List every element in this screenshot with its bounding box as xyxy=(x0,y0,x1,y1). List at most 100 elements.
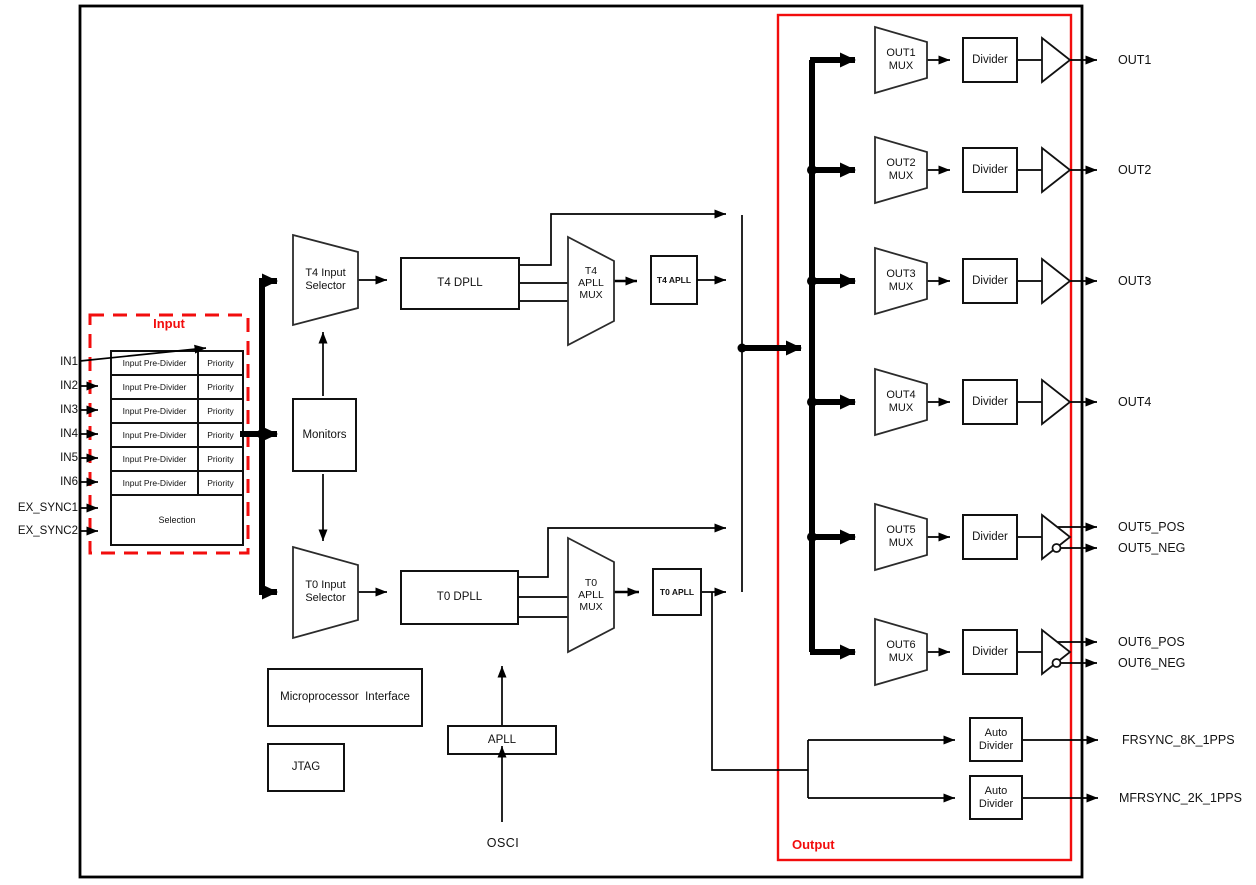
pre-divider-cell: Input Pre-Divider xyxy=(112,472,199,494)
pre-divider-cell: Input Pre-Divider xyxy=(112,400,199,422)
microprocessor-interface-block: Microprocessor Interface xyxy=(267,668,423,727)
out2-buffer-shape xyxy=(1041,146,1072,194)
pin-label-in5: IN5 xyxy=(60,452,78,464)
output-row-wires xyxy=(927,55,1097,668)
monitors-block: Monitors xyxy=(292,398,357,472)
out6-mux-label: OUT6 MUX xyxy=(886,639,916,664)
out3-pin-label: OUT3 xyxy=(1118,274,1152,288)
out5-pos-pin-label: OUT5_POS xyxy=(1118,520,1185,534)
priority-cell: Priority xyxy=(207,430,234,440)
pin-label-in4: IN4 xyxy=(60,428,78,440)
pin-label-in6: IN6 xyxy=(60,476,78,488)
osci-pin-label: OSCI xyxy=(486,836,520,850)
jtag-block: JTAG xyxy=(267,743,345,792)
t4-apll-block: T4 APLL xyxy=(650,255,698,305)
junction-dot xyxy=(737,343,747,353)
priority-cell: Priority xyxy=(207,478,234,488)
priority-cell: Priority xyxy=(207,382,234,392)
out1-pin-label: OUT1 xyxy=(1118,53,1152,67)
pre-divider-cell: Input Pre-Divider xyxy=(112,376,199,398)
t0-dpll-block: T0 DPLL xyxy=(400,570,519,625)
out5-mux-label: OUT5 MUX xyxy=(886,524,916,549)
t4-dpll-block: T4 DPLL xyxy=(400,257,520,310)
out3-divider-block: Divider xyxy=(962,258,1018,304)
junction-dot xyxy=(807,165,817,175)
out5-neg-pin-label: OUT5_NEG xyxy=(1118,541,1186,555)
out1-mux-shape xyxy=(874,25,928,95)
buffer-shapes xyxy=(1041,36,1072,676)
frsync-pin-label: FRSYNC_8K_1PPS xyxy=(1122,733,1235,747)
out2-pin-label: OUT2 xyxy=(1118,163,1152,177)
pre-divider-cell: Input Pre-Divider xyxy=(112,352,199,374)
t4-input-selector-shape xyxy=(292,233,359,327)
t4-apll-mux-label: T4 APLL MUX xyxy=(578,265,604,301)
selection-block: Selection xyxy=(158,515,196,525)
t0-path-wires xyxy=(358,523,726,618)
t0-apll-mux-label: T0 APLL MUX xyxy=(578,577,604,613)
table-row: Input Pre-Divider Priority xyxy=(112,424,242,448)
junction-dot xyxy=(807,397,817,407)
priority-cell: Priority xyxy=(207,454,234,464)
out5-divider-block: Divider xyxy=(962,514,1018,560)
mux-shapes xyxy=(292,25,928,687)
out1-mux-label: OUT1 MUX xyxy=(886,47,916,72)
pre-divider-cell: Input Pre-Divider xyxy=(112,424,199,446)
output-bus xyxy=(809,52,856,660)
out2-mux-shape xyxy=(874,135,928,205)
pre-divider-cell: Input Pre-Divider xyxy=(112,448,199,470)
out6-divider-block: Divider xyxy=(962,629,1018,675)
table-row: Input Pre-Divider Priority xyxy=(112,352,242,376)
out1-divider-block: Divider xyxy=(962,37,1018,83)
t0-input-selector-label: T0 Input Selector xyxy=(305,579,346,604)
output-section-title: Output xyxy=(792,837,835,852)
out3-mux-label: OUT3 MUX xyxy=(886,268,916,293)
out4-mux-shape xyxy=(874,367,928,437)
chip-boundary xyxy=(78,4,1084,879)
t0-apll-mux-shape xyxy=(567,536,615,654)
out6-inversion-bubble xyxy=(1051,658,1062,668)
t4-path-wires xyxy=(358,209,726,302)
out2-divider-block: Divider xyxy=(962,147,1018,193)
pin-label-ex-sync2: EX_SYNC2 xyxy=(17,525,78,537)
pin-label-in2: IN2 xyxy=(60,380,78,392)
out3-buffer-shape xyxy=(1041,257,1072,305)
table-row: Input Pre-Divider Priority xyxy=(112,448,242,472)
out5-inversion-bubble xyxy=(1051,543,1062,553)
table-row: Input Pre-Divider Priority xyxy=(112,376,242,400)
pin-label-ex-sync1: EX_SYNC1 xyxy=(17,502,78,514)
mfrsync-pin-label: MFRSYNC_2K_1PPS xyxy=(1119,791,1242,805)
out4-buffer-shape xyxy=(1041,378,1072,426)
priority-cell: Priority xyxy=(207,406,234,416)
out4-divider-block: Divider xyxy=(962,379,1018,425)
t0-apll-block: T0 APLL xyxy=(652,568,702,616)
auto-divider-2-block: Auto Divider xyxy=(969,775,1023,820)
junction-dot xyxy=(807,532,817,542)
out6-pos-pin-label: OUT6_POS xyxy=(1118,635,1185,649)
out5-mux-shape xyxy=(874,502,928,572)
out3-mux-shape xyxy=(874,246,928,316)
output-section-frame xyxy=(776,13,1073,862)
out6-neg-pin-label: OUT6_NEG xyxy=(1118,656,1186,670)
t0-input-selector-shape xyxy=(292,545,359,640)
input-predivider-table: Input Pre-Divider Priority Input Pre-Div… xyxy=(110,350,244,546)
out4-mux-label: OUT4 MUX xyxy=(886,389,916,414)
auto-divider-1-block: Auto Divider xyxy=(969,717,1023,762)
t4-input-selector-label: T4 Input Selector xyxy=(305,267,346,292)
junction-dot xyxy=(257,429,267,439)
input-pin-wires xyxy=(79,344,207,536)
input-section-title: Input xyxy=(153,316,185,331)
auto-divider-wires xyxy=(711,592,1098,803)
input-section-frame xyxy=(88,313,250,555)
t4-apll-mux-shape xyxy=(567,235,615,347)
out6-mux-shape xyxy=(874,617,928,687)
pin-label-in1: IN1 xyxy=(60,356,78,368)
out1-buffer-shape xyxy=(1041,36,1072,84)
out4-pin-label: OUT4 xyxy=(1118,395,1152,409)
table-row: Input Pre-Divider Priority xyxy=(112,400,242,424)
priority-cell: Priority xyxy=(207,358,234,368)
table-row: Input Pre-Divider Priority xyxy=(112,472,242,496)
pin-label-in3: IN3 xyxy=(60,404,78,416)
out2-mux-label: OUT2 MUX xyxy=(886,157,916,182)
junction-dot xyxy=(807,276,817,286)
